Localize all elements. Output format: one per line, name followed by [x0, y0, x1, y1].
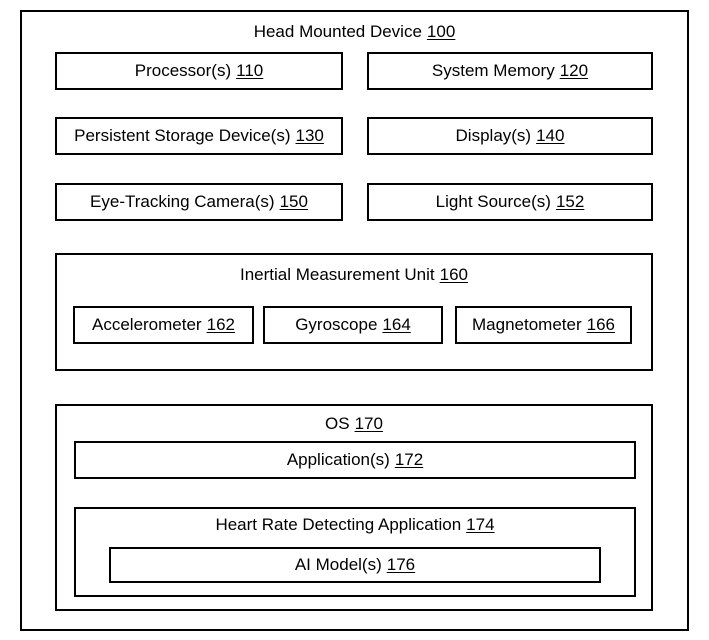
gyroscope-ref: 164 [382, 315, 411, 334]
ai-models-label: AI Model(s) [294, 555, 382, 574]
displays-box: Display(s)140 [367, 117, 653, 155]
system-memory-ref: 120 [559, 61, 589, 80]
head-mounted-device-ref: 100 [426, 22, 456, 41]
inertial-measurement-unit-ref: 160 [439, 265, 468, 284]
accelerometer-ref: 162 [206, 315, 235, 334]
eye-tracking-cameras-ref: 150 [279, 192, 308, 211]
persistent-storage-ref: 130 [295, 126, 324, 145]
ai-models-box: AI Model(s)176 [109, 547, 601, 583]
accelerometer-label: Accelerometer [92, 315, 202, 334]
gyroscope-label: Gyroscope [295, 315, 378, 334]
heart-rate-detecting-application-ref: 174 [466, 515, 495, 534]
applications-ref: 172 [394, 450, 424, 469]
ai-models-ref: 176 [386, 555, 416, 574]
os-ref: 170 [354, 414, 383, 433]
applications-box: Application(s)172 [74, 441, 636, 479]
eye-tracking-cameras-label: Eye-Tracking Camera(s) [90, 192, 275, 211]
processors-ref: 110 [236, 61, 264, 80]
light-sources-label: Light Source(s) [435, 192, 551, 211]
persistent-storage-label: Persistent Storage Device(s) [74, 126, 291, 145]
eye-tracking-cameras-box: Eye-Tracking Camera(s)150 [55, 183, 343, 221]
light-sources-ref: 152 [555, 192, 585, 211]
os-label: OS [325, 414, 350, 433]
magnetometer-label: Magnetometer [472, 315, 582, 334]
applications-label: Application(s) [286, 450, 390, 469]
displays-ref: 140 [536, 126, 565, 145]
processors-box: Processor(s)110 [55, 52, 343, 90]
inertial-measurement-unit-label: Inertial Measurement Unit [239, 265, 435, 284]
processors-label: Processor(s) [134, 61, 232, 80]
light-sources-box: Light Source(s)152 [367, 183, 653, 221]
system-memory-label: System Memory [431, 61, 555, 80]
displays-label: Display(s) [455, 126, 532, 145]
persistent-storage-box: Persistent Storage Device(s)130 [55, 117, 343, 155]
magnetometer-ref: 166 [586, 315, 615, 334]
heart-rate-detecting-application-label: Heart Rate Detecting Application [215, 515, 462, 534]
head-mounted-device-label: Head Mounted Device [253, 22, 422, 41]
